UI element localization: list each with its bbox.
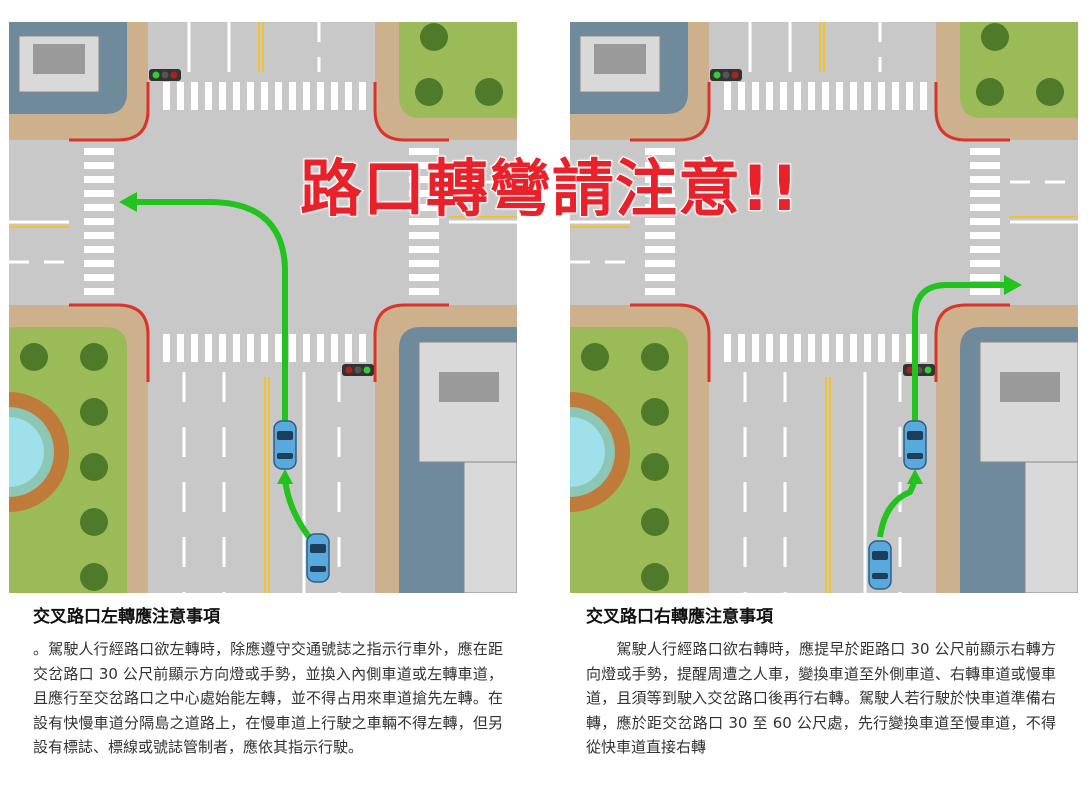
- car-icon: [273, 420, 297, 470]
- arrow-head-icon: [119, 192, 137, 212]
- arrow-head-icon: [1004, 275, 1022, 295]
- car-icon: [306, 533, 330, 583]
- right-turn-illustration: [570, 22, 1078, 593]
- car-icon: [868, 540, 892, 590]
- right-turn-title: 交叉路口右轉應注意事項: [586, 607, 773, 627]
- left-turn-illustration: [9, 22, 517, 593]
- right-turn-body: 駕駛人行經路口欲右轉時，應提早於距路口 30 公尺前顯示右轉方向燈或手勢，提醒周…: [586, 640, 1056, 756]
- car-icon: [903, 420, 927, 470]
- left-turn-title: 交叉路口左轉應注意事項: [33, 607, 220, 627]
- left-turn-body: 。駕駛人行經路口欲左轉時，除應遵守交通號誌之指示行車外，應在距交岔路口 30 公…: [33, 640, 503, 756]
- banner-title: 路口轉彎請注意!!: [299, 151, 800, 226]
